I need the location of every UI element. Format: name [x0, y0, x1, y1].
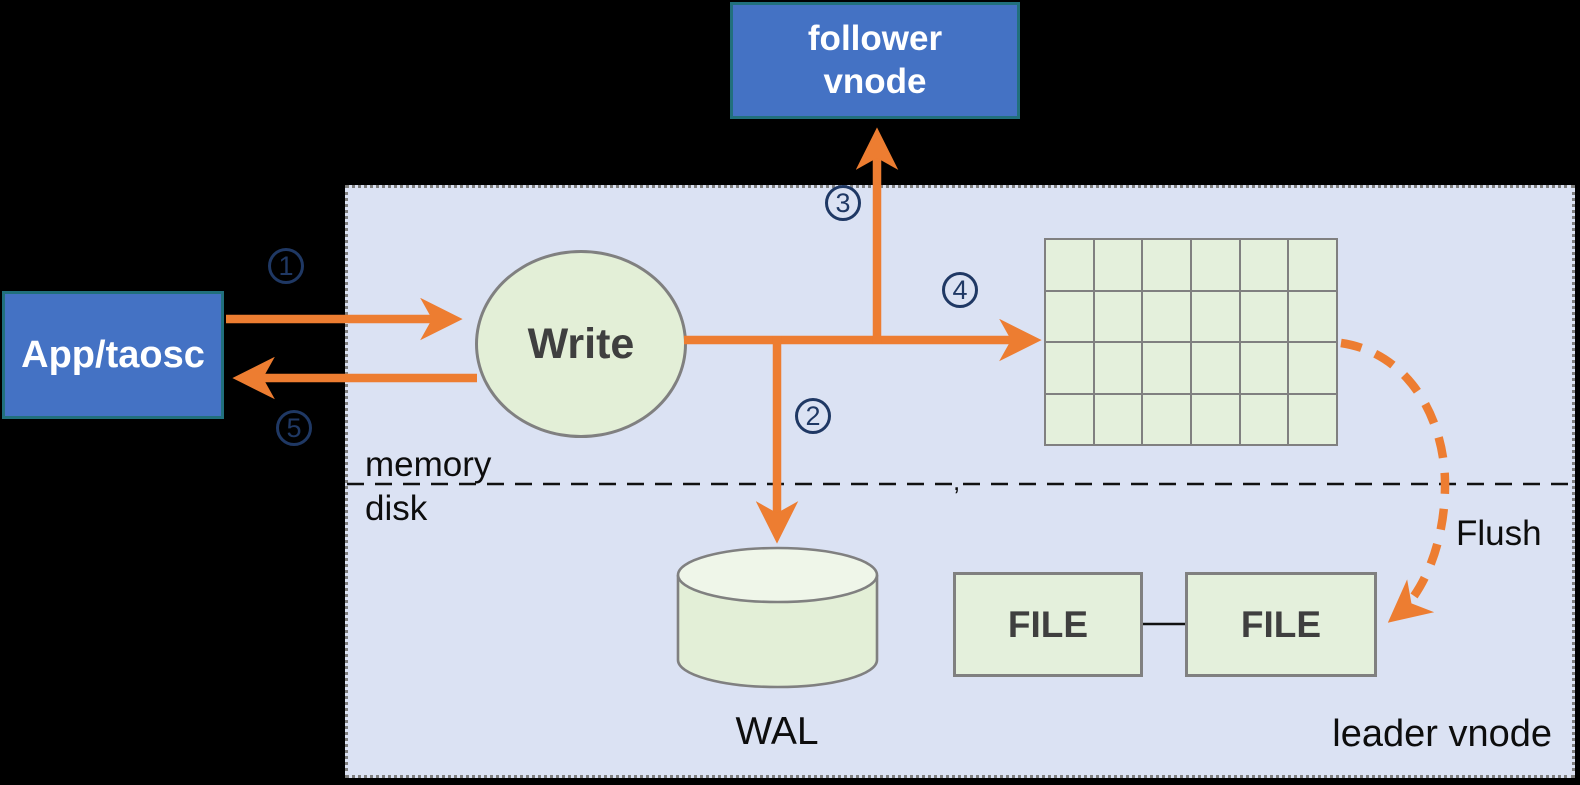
- memtable-cell: [1046, 240, 1093, 290]
- memtable-cell: [1289, 240, 1336, 290]
- memtable-cell: [1289, 291, 1336, 341]
- memtable-cell: [1094, 343, 1142, 393]
- file-node-2: FILE: [1185, 572, 1377, 677]
- app-taosc-node: App/taosc: [2, 291, 224, 419]
- flush-label: Flush: [1456, 514, 1542, 553]
- memtable-cell: [1094, 394, 1142, 444]
- memtable-cell: [1192, 291, 1239, 341]
- memtable-cell: [1143, 291, 1190, 341]
- memtable-cell: [1046, 343, 1093, 393]
- divider-artifact: ,: [953, 466, 961, 496]
- memtable-grid: [1044, 238, 1338, 446]
- app-taosc-label: App/taosc: [21, 333, 205, 376]
- file-2-label: FILE: [1240, 603, 1322, 645]
- memtable-cell: [1094, 291, 1142, 341]
- follower-vnode-node: follower vnode: [730, 2, 1020, 119]
- memtable-cell: [1289, 394, 1336, 444]
- step-badge-2: 2: [795, 398, 831, 434]
- follower-vnode-label-line2: vnode: [823, 61, 927, 101]
- memtable-cell: [1289, 343, 1336, 393]
- memtable-cell: [1143, 343, 1190, 393]
- write-label: Write: [527, 319, 635, 368]
- memtable-cell: [1046, 394, 1093, 444]
- memtable-cell: [1240, 291, 1288, 341]
- memory-label: memory: [365, 445, 492, 484]
- memtable-cell: [1240, 394, 1288, 444]
- step-badge-1: 1: [268, 248, 304, 284]
- memtable-cell: [1046, 291, 1093, 341]
- memtable-cell: [1192, 240, 1239, 290]
- step-badge-4: 4: [942, 272, 978, 308]
- memtable-cell: [1143, 240, 1190, 290]
- leader-vnode-label: leader vnode: [1332, 713, 1552, 755]
- disk-label: disk: [365, 489, 428, 528]
- memtable-cell: [1143, 394, 1190, 444]
- memtable-cell: [1192, 394, 1239, 444]
- memtable-cell: [1094, 240, 1142, 290]
- file-node-1: FILE: [953, 572, 1143, 677]
- write-node: Write: [475, 250, 687, 438]
- file-1-label: FILE: [1007, 603, 1089, 645]
- memtable-cell: [1240, 343, 1288, 393]
- step-badge-3: 3: [825, 185, 861, 221]
- step-badge-5: 5: [276, 410, 312, 446]
- wal-label: WAL: [735, 710, 819, 753]
- follower-vnode-label-line1: follower: [807, 18, 943, 58]
- memtable-cell: [1240, 240, 1288, 290]
- memtable-cell: [1192, 343, 1239, 393]
